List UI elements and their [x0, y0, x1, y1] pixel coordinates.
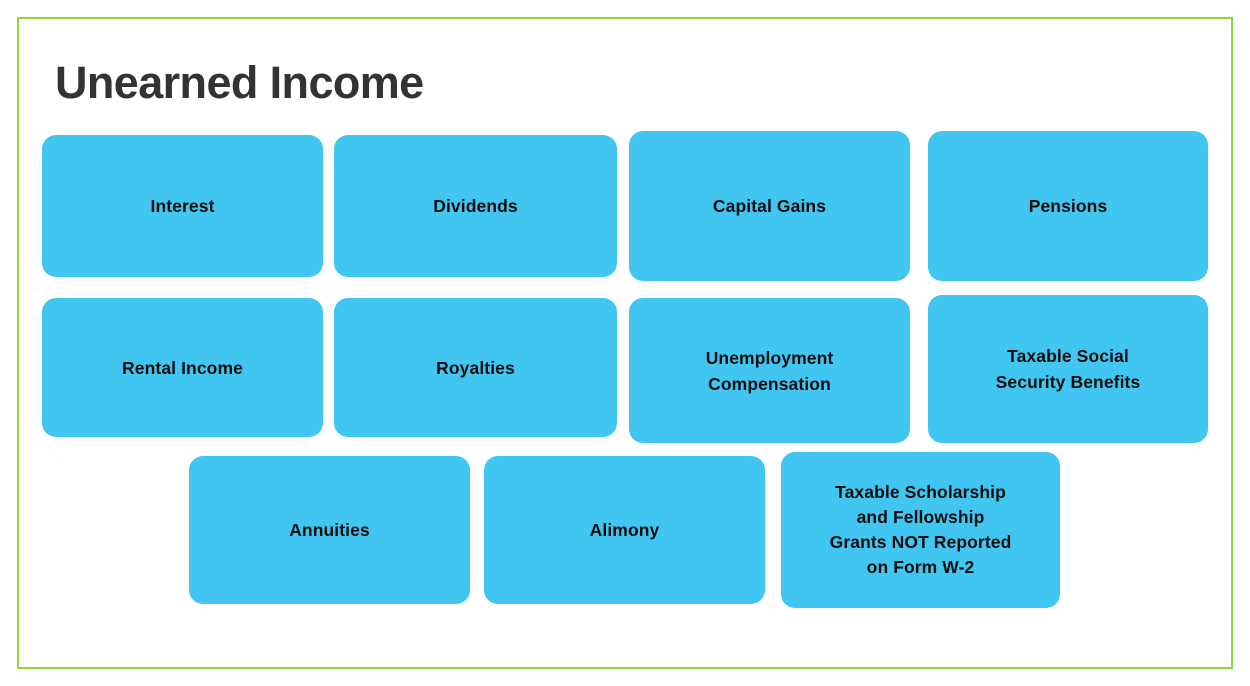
income-category-card[interactable]: Interest: [42, 135, 323, 277]
income-category-label: Interest: [150, 196, 215, 216]
income-category-card[interactable]: Pensions: [928, 131, 1208, 281]
income-category-label: Dividends: [433, 196, 518, 216]
income-category-label: Rental Income: [122, 357, 243, 378]
income-category-card[interactable]: Unemployment Compensation: [629, 298, 910, 443]
income-category-card[interactable]: Taxable Scholarship and Fellowship Grant…: [781, 452, 1060, 608]
income-category-card[interactable]: Royalties: [334, 298, 617, 437]
income-category-label: Pensions: [1028, 196, 1108, 216]
income-category-label: Annuities: [289, 520, 370, 540]
income-category-card[interactable]: Alimony: [484, 456, 765, 604]
income-category-card[interactable]: Annuities: [189, 456, 470, 604]
income-category-card[interactable]: Rental Income: [42, 298, 323, 437]
income-category-card[interactable]: Taxable Social Security Benefits: [928, 295, 1208, 443]
income-category-label: Taxable Social Security Benefits: [995, 346, 1141, 392]
income-category-label: Capital Gains: [712, 196, 827, 216]
income-category-label: Unemployment Compensation: [705, 347, 834, 394]
income-category-card[interactable]: Dividends: [334, 135, 617, 277]
income-category-card[interactable]: Capital Gains: [629, 131, 910, 281]
page-title: Unearned Income: [55, 57, 424, 108]
income-category-label: Royalties: [436, 357, 515, 378]
income-category-label: Alimony: [589, 520, 660, 540]
income-category-label: Taxable Scholarship and Fellowship Grant…: [829, 482, 1012, 577]
